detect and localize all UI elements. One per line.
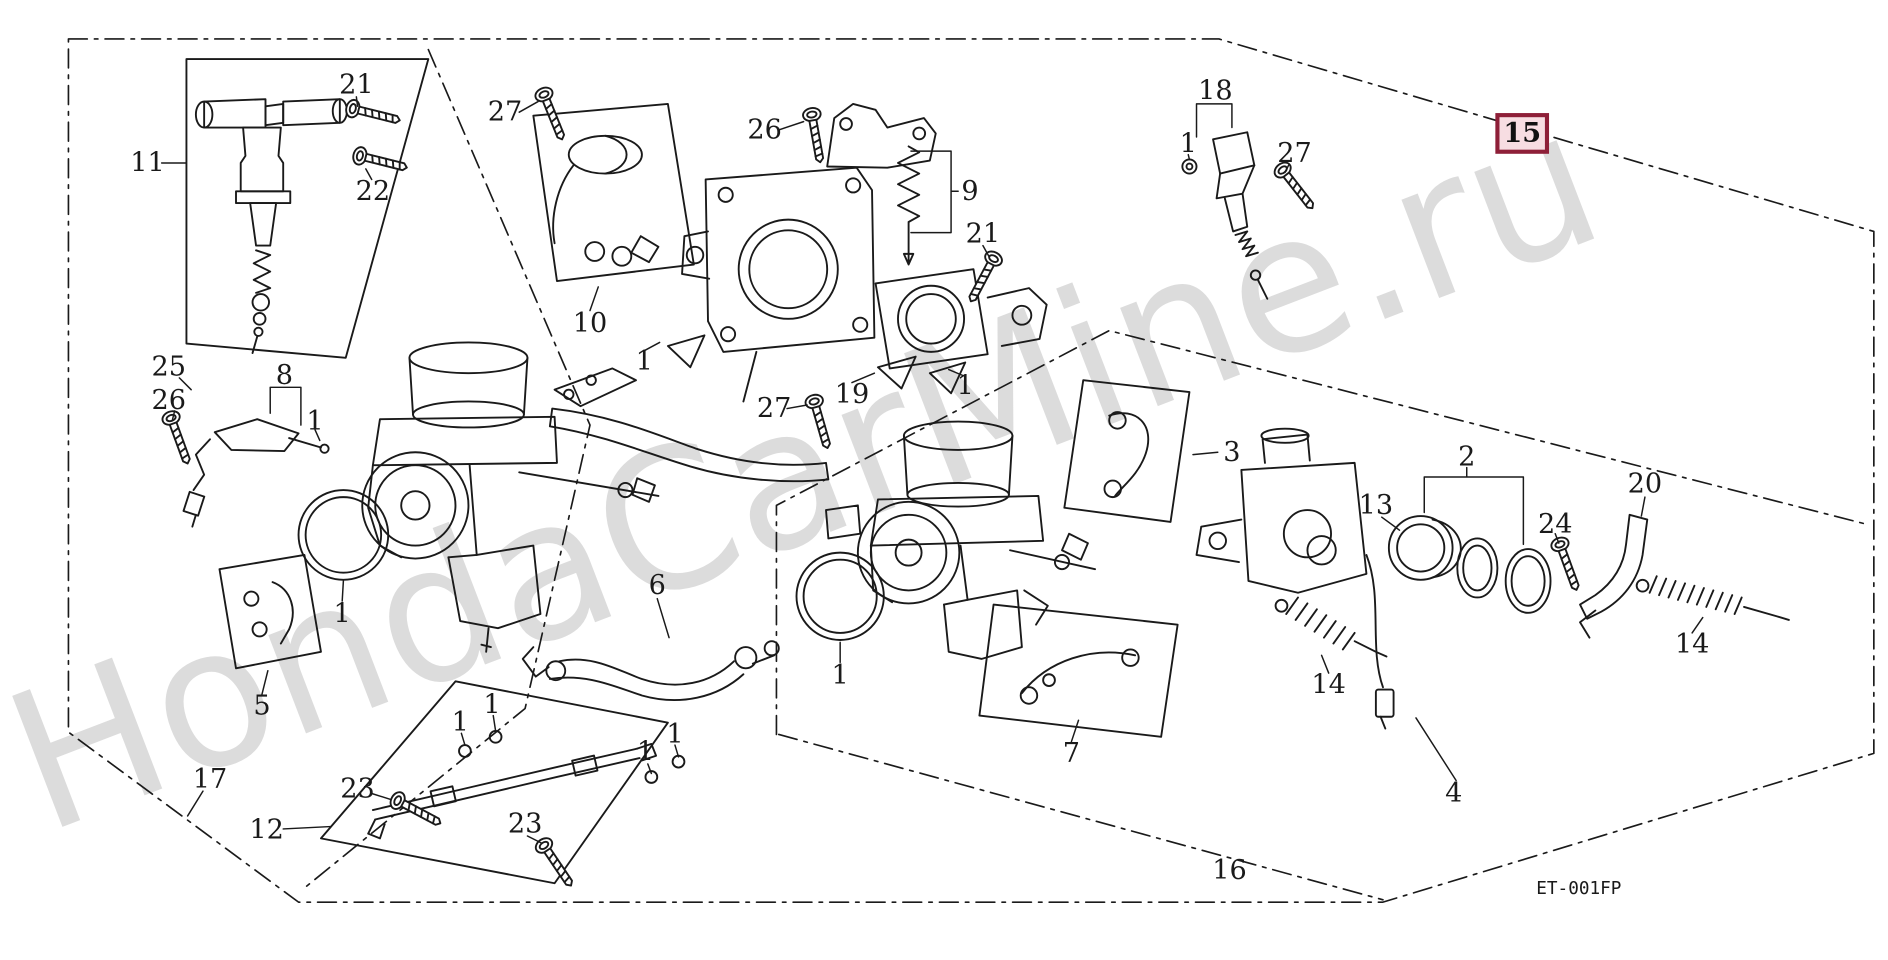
part-ref-1[interactable]: 1 (637, 737, 654, 768)
part-11-fuel-valve (185, 58, 430, 359)
air-valve-assembly (1195, 427, 1790, 730)
part-ref-26[interactable]: 26 (151, 385, 186, 416)
part-ref-14[interactable]: 14 (1675, 629, 1710, 660)
part-ref-27[interactable]: 27 (1277, 138, 1312, 169)
part-ref-22[interactable]: 22 (356, 176, 391, 207)
part-10-diaphragm-set (532, 102, 695, 282)
part-ref-17[interactable]: 17 (193, 764, 228, 795)
part-5-gasket-set (218, 554, 322, 670)
part-ref-24[interactable]: 24 (1538, 509, 1573, 540)
diagram-boundary (67, 38, 1875, 903)
part-ref-9[interactable]: 9 (961, 176, 978, 207)
part-ref-5[interactable]: 5 (253, 691, 270, 722)
part-ref-2[interactable]: 2 (1458, 441, 1475, 472)
part-ref-21[interactable]: 21 (966, 218, 1001, 249)
part-ref-1[interactable]: 1 (306, 406, 323, 437)
part-7-pipe-set (978, 603, 1179, 738)
part-ref-1[interactable]: 1 (334, 599, 351, 630)
part-ref-6[interactable]: 6 (649, 570, 666, 601)
selected-ref-box[interactable] (1495, 113, 1550, 154)
part-ref-4[interactable]: 4 (1445, 778, 1462, 809)
part-ref-3[interactable]: 3 (1223, 437, 1240, 468)
drawing-layer (67, 38, 1875, 903)
part-ref-23[interactable]: 23 (508, 809, 543, 840)
part-ref-10[interactable]: 10 (573, 308, 608, 339)
region-dividers (303, 48, 1868, 901)
part-ref-26[interactable]: 26 (747, 114, 782, 145)
carburetor-left (297, 341, 830, 653)
leader-lines (160, 96, 1704, 844)
part-ref-1[interactable]: 1 (483, 689, 500, 720)
part-ref-27[interactable]: 27 (757, 393, 792, 424)
part-ref-25[interactable]: 25 (151, 352, 186, 383)
part-ref-14[interactable]: 14 (1311, 669, 1346, 700)
part-ref-8[interactable]: 8 (276, 360, 293, 391)
part-18-air-screw (1181, 131, 1269, 300)
part-ref-1[interactable]: 1 (1180, 129, 1197, 160)
part-3-pipe-set (1063, 379, 1191, 523)
part-ref-19[interactable]: 19 (835, 379, 870, 410)
part-ref-13[interactable]: 13 (1359, 490, 1394, 521)
mounting-plate-assembly (666, 102, 1048, 403)
part-ref-15[interactable]: 15 (1503, 118, 1541, 149)
part-ref-1[interactable]: 1 (452, 707, 469, 738)
part-ref-11[interactable]: 11 (130, 147, 165, 178)
diagram-code: ET-001FP (1536, 879, 1621, 899)
part-ref-18[interactable]: 18 (1198, 75, 1233, 106)
part-ref-7[interactable]: 7 (1063, 738, 1080, 769)
part-ref-16[interactable]: 16 (1212, 855, 1247, 886)
part-8-bracket (182, 418, 330, 528)
watermark-text: HondaCarMine.ru (0, 66, 1627, 877)
part-ref-1[interactable]: 1 (636, 346, 653, 377)
part-ref-1[interactable]: 1 (832, 660, 849, 691)
part-ref-27[interactable]: 27 (488, 97, 523, 128)
part-ref-12[interactable]: 12 (249, 815, 284, 846)
part-ref-1[interactable]: 1 (957, 371, 974, 402)
part-ref-20[interactable]: 20 (1628, 469, 1663, 500)
part-6-hose (521, 640, 780, 701)
part-ref-1[interactable]: 1 (666, 719, 683, 750)
carburetor-middle (795, 420, 1096, 660)
part-ref-21[interactable]: 21 (339, 70, 374, 101)
part-ref-23[interactable]: 23 (340, 773, 375, 804)
